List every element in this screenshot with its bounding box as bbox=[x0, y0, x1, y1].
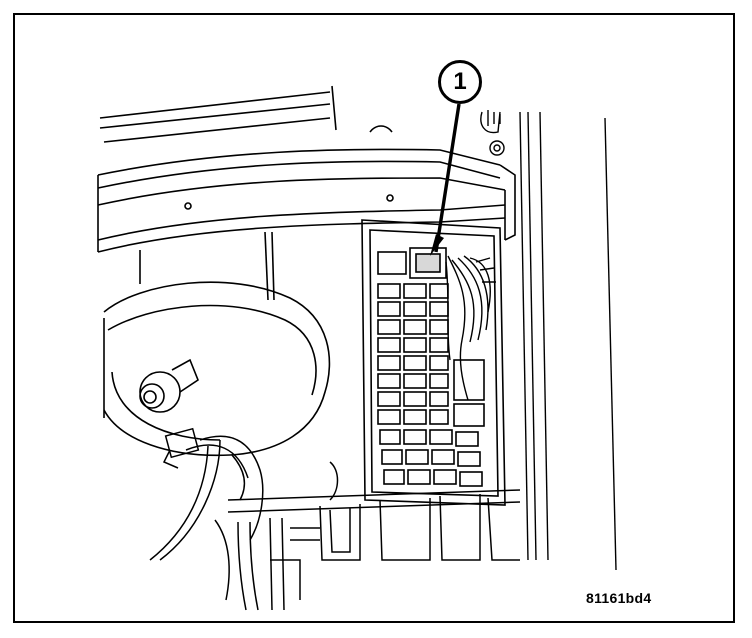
body-panel-lines bbox=[480, 110, 617, 571]
fuse-rows bbox=[377, 283, 485, 487]
brake-lines bbox=[149, 427, 264, 561]
wiring-harness bbox=[445, 255, 496, 401]
leader-arrow bbox=[430, 103, 461, 256]
callout-number: 1 bbox=[453, 68, 467, 95]
lower-brackets bbox=[214, 454, 521, 611]
brake-booster bbox=[103, 231, 331, 457]
callout-number-badge: 1 bbox=[438, 60, 482, 104]
figure-id-label: 81161bd4 bbox=[586, 590, 652, 606]
junction-block-panel bbox=[361, 219, 506, 506]
cowl-crossmember bbox=[97, 85, 516, 253]
